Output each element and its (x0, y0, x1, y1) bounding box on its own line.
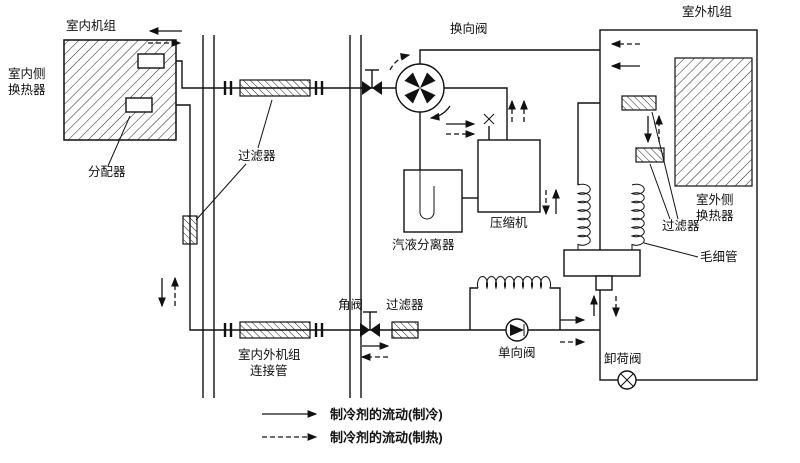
label-indoor-hx-2: 换热器 (8, 83, 46, 97)
filter-outdoor-2 (635, 147, 665, 163)
legend-heating-label: 制冷剂的流动(制热) (330, 430, 443, 445)
reversing-valve (389, 53, 451, 121)
filter-small-bottom (391, 321, 419, 339)
capillary-coil-left (576, 183, 591, 250)
distributor (125, 97, 153, 113)
filter-top-pipe (239, 79, 311, 97)
bypass-coil (477, 276, 560, 290)
label-capillary: 毛细管 (700, 249, 738, 264)
label-connecting-pipe-1: 室内外机组 (238, 347, 301, 362)
outdoor-heat-exchanger (674, 57, 753, 187)
unload-valve (617, 370, 637, 390)
label-indoor-unit: 室内机组 (66, 18, 116, 33)
flow-arrows-heating (148, 39, 663, 361)
label-outdoor-hx-2: 换热器 (696, 209, 734, 223)
stop-valve (362, 69, 382, 95)
indoor-coil-header (137, 53, 165, 69)
legend: 制冷剂的流动(制冷) 制冷剂的流动(制热) (262, 407, 443, 445)
filter-bottom-pipe (239, 321, 311, 339)
leader-lines (107, 99, 699, 258)
label-unload-valve: 卸荷阀 (604, 351, 642, 366)
filter-left-vertical (182, 215, 198, 245)
indoor-unit-box (63, 39, 177, 141)
label-separator: 汽液分离器 (392, 237, 455, 252)
flow-arrows-cooling (148, 27, 652, 350)
label-check-valve: 单向阀 (498, 345, 536, 360)
capillary-header (563, 249, 641, 291)
label-angle-valve: 角阀 (338, 298, 363, 312)
pipe-flanges (223, 81, 324, 337)
label-distributor: 分配器 (88, 165, 126, 179)
service-port-icon (483, 113, 495, 125)
compressor (477, 139, 541, 213)
outdoor-unit-box (599, 29, 758, 381)
label-filter-right: 过滤器 (662, 219, 700, 233)
label-filter-left: 过滤器 (238, 149, 276, 163)
label-filter-bottom: 过滤器 (386, 298, 424, 312)
check-valve (505, 318, 529, 342)
label-outdoor-hx-1: 室外侧 (696, 192, 734, 207)
filter-outdoor-1 (621, 95, 657, 111)
label-connecting-pipe-2: 连接管 (250, 363, 288, 378)
gas-liquid-separator (403, 169, 463, 233)
label-indoor-hx-1: 室内侧 (8, 66, 46, 81)
label-compressor: 压缩机 (490, 215, 528, 230)
label-outdoor-unit: 室外机组 (682, 4, 732, 19)
wall-lines (202, 35, 362, 398)
capillary-coil-right (630, 183, 645, 250)
label-reversing-valve: 换向阀 (450, 21, 488, 36)
legend-cooling-label: 制冷剂的流动(制冷) (330, 407, 443, 422)
angle-valve (360, 311, 380, 337)
